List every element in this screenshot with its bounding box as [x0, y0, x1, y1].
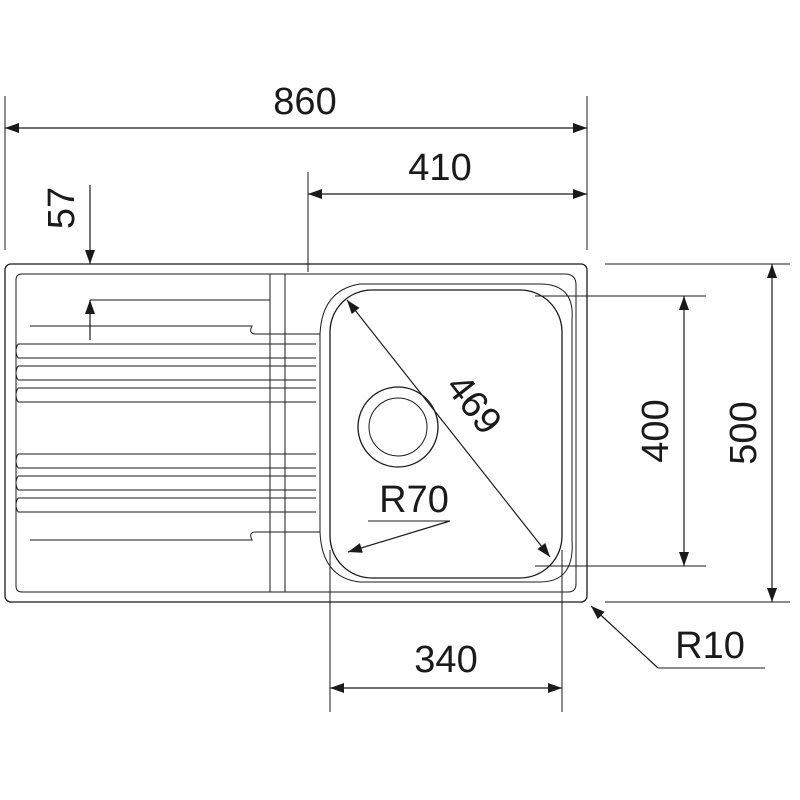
dim-400-label: 400 [635, 399, 677, 462]
dim-410-label: 410 [408, 147, 471, 189]
dim-57-label: 57 [41, 187, 83, 229]
bowl-outer-lip [319, 283, 573, 583]
sink-body [4, 263, 588, 603]
dimension-bowl-depth: 400 [572, 295, 706, 567]
groove-top-lip [30, 325, 320, 335]
sink-inner-rim [15, 273, 577, 593]
dim-860-label: 860 [273, 81, 336, 123]
groove-6 [15, 497, 316, 513]
bowl-inner-edge [329, 289, 563, 579]
dimension-drainer-offset: 410 [307, 147, 587, 272]
groove-bottom-lip [30, 531, 320, 541]
dim-469-label: 469 [437, 367, 509, 443]
groove-3 [15, 387, 316, 403]
sink-outer-rim [4, 263, 588, 603]
dimension-inner-radius: R70 [347, 479, 451, 553]
drain-inner [368, 397, 428, 457]
groove-2 [15, 365, 316, 381]
drainer-grooves [15, 299, 320, 541]
groove-1 [15, 343, 316, 359]
dimension-overall-depth: 500 [605, 263, 790, 603]
dimension-overall-width: 860 [4, 81, 588, 250]
drain-outer [357, 386, 439, 468]
dimension-edge-offset: 57 [41, 185, 95, 340]
dimension-bowl-width: 340 [329, 550, 563, 712]
groove-4 [15, 453, 316, 469]
dim-r10-label: R10 [675, 625, 745, 667]
groove-5 [15, 475, 316, 491]
dim-340-label: 340 [414, 639, 477, 681]
dim-500-label: 500 [723, 401, 765, 464]
dim-r70-label: R70 [379, 479, 449, 521]
dimension-outer-radius: R10 [590, 605, 765, 669]
